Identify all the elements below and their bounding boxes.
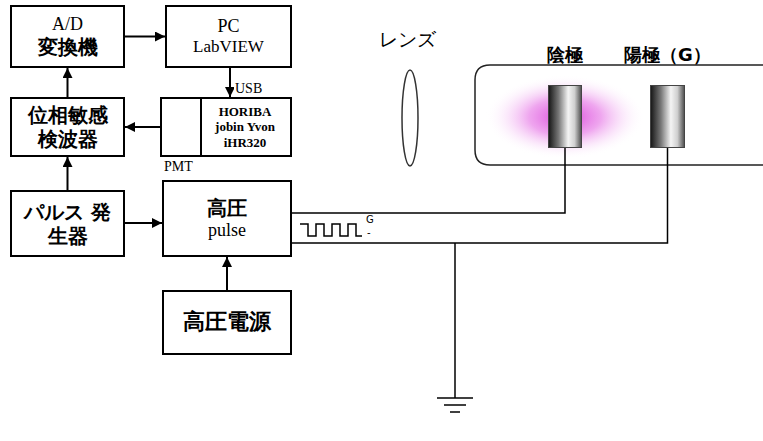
pulse-waveform	[300, 224, 362, 236]
computer-box: PCLabVIEW	[165, 5, 292, 68]
signal-arrow	[125, 126, 160, 128]
signal-arrow	[67, 68, 69, 97]
box-text: 高圧	[207, 196, 247, 220]
box-text: 位相敏感 検波器	[16, 103, 119, 151]
wire	[292, 148, 668, 243]
discharge-tube	[475, 65, 763, 165]
lens-label: レンズ	[378, 30, 437, 49]
monochromator-box: HORIBA jobin Yvon iHR320	[160, 97, 292, 157]
signal-arrow	[67, 157, 69, 190]
box-text: 変換機	[38, 35, 98, 59]
signal-label: G	[365, 215, 375, 225]
signal-arrow	[125, 222, 162, 224]
box-text: パルス 発生器	[16, 200, 119, 248]
electrode-label: 陰極	[547, 44, 583, 66]
pulse-generator-box: パルス 発生器	[10, 190, 125, 257]
connection-label: USB	[234, 82, 263, 96]
signal-arrow	[226, 257, 228, 290]
box-text: HORIBA jobin Yvon iHR320	[210, 104, 280, 151]
anode-electrode: 陽極（G）	[650, 85, 685, 148]
box-text: A/D	[52, 14, 83, 36]
power-supply-box: 高圧電源	[162, 290, 292, 355]
box-text: 高圧電源	[183, 309, 271, 335]
pulser-box: 高圧pulse	[162, 180, 292, 257]
cathode-electrode: 陰極	[548, 85, 582, 148]
converter-box: A/D変換機	[10, 5, 125, 68]
lens-symbol	[402, 70, 418, 166]
box-text: LabVIEW	[193, 37, 264, 57]
box-text: PC	[217, 16, 239, 38]
box-text: pulse	[208, 220, 246, 242]
signal-label: -	[366, 228, 372, 238]
wire	[292, 148, 565, 213]
detector-label: PMT	[163, 160, 194, 174]
electrode-label: 陽極（G）	[624, 44, 711, 66]
signal-arrow	[229, 68, 231, 97]
signal-arrow	[125, 36, 165, 38]
plasma-glow	[485, 75, 645, 159]
lockin-box: 位相敏感 検波器	[10, 97, 125, 157]
ground-symbol	[437, 243, 473, 412]
